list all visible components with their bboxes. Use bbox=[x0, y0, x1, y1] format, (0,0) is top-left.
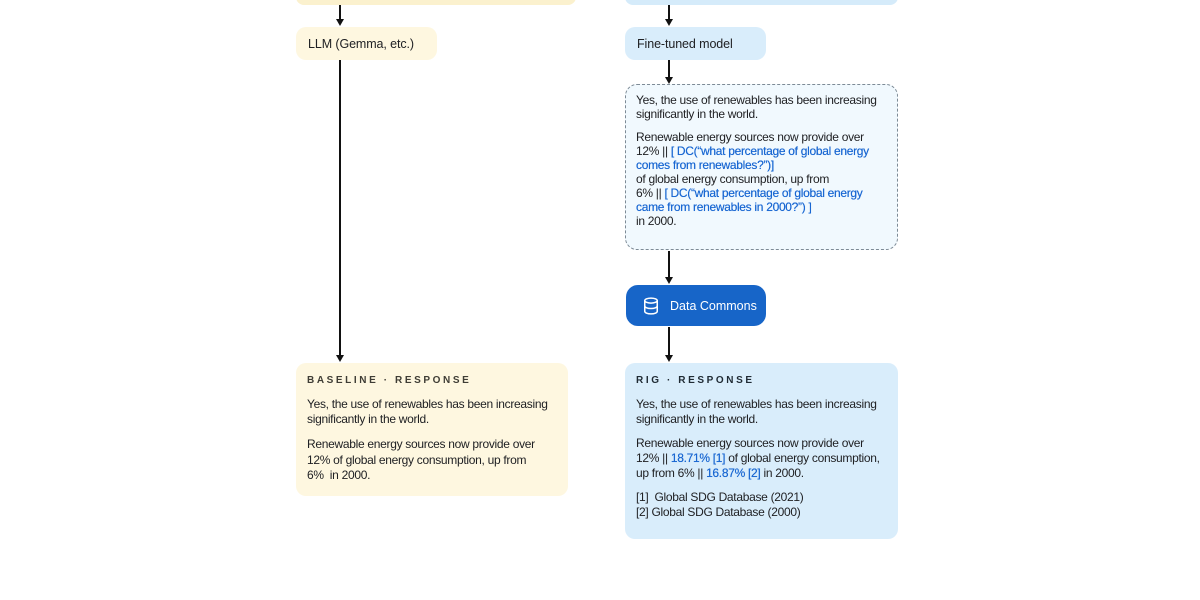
arrow-down-icon bbox=[668, 60, 670, 77]
rig-response-header: RIG · RESPONSE bbox=[636, 375, 755, 386]
rig-response-text: Yes, the use of renewables has been incr… bbox=[636, 397, 880, 519]
arrow-down-icon bbox=[668, 251, 670, 277]
arrow-down-icon bbox=[668, 5, 670, 19]
baseline-response-text: Yes, the use of renewables has been incr… bbox=[307, 397, 548, 482]
fine-tuned-model-box: Fine-tuned model bbox=[625, 27, 766, 60]
data-commons-label: Data Commons bbox=[670, 298, 757, 313]
right-top-box-partial bbox=[625, 0, 898, 5]
rig-response-box: RIG · RESPONSE Yes, the use of renewable… bbox=[625, 363, 898, 539]
left-top-box-partial bbox=[296, 0, 576, 5]
llm-model-label: LLM (Gemma, etc.) bbox=[308, 36, 414, 51]
arrow-down-icon bbox=[339, 60, 341, 355]
baseline-response-box: BASELINE · RESPONSE Yes, the use of rene… bbox=[296, 363, 568, 496]
arrow-down-icon bbox=[339, 5, 341, 19]
arrow-down-icon bbox=[668, 327, 670, 355]
draft-output-box: Yes, the use of renewables has been incr… bbox=[625, 84, 898, 250]
fine-tuned-model-label: Fine-tuned model bbox=[637, 36, 733, 51]
draft-output-text: Yes, the use of renewables has been incr… bbox=[636, 93, 877, 228]
llm-model-box: LLM (Gemma, etc.) bbox=[296, 27, 437, 60]
data-commons-button: Data Commons bbox=[626, 285, 766, 326]
baseline-response-header: BASELINE · RESPONSE bbox=[307, 375, 472, 386]
database-icon bbox=[641, 296, 661, 316]
